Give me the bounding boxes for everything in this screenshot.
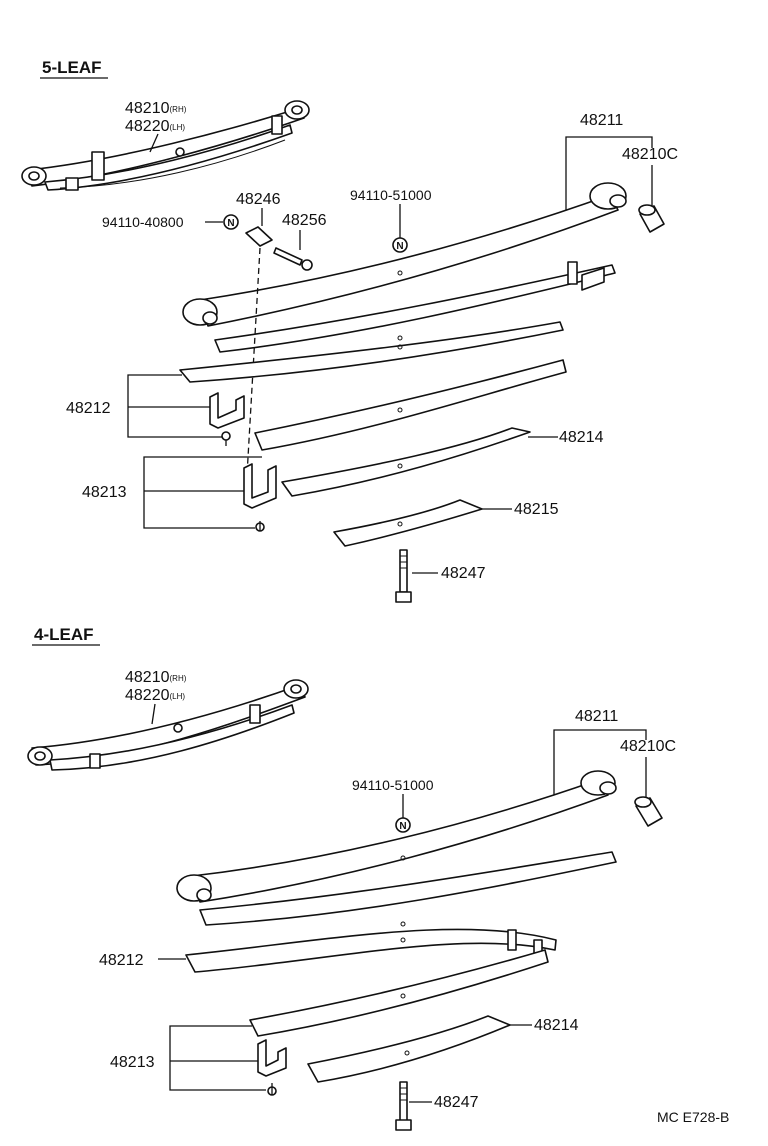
- screw-icon: [267, 1083, 277, 1096]
- label-center-bolt: 48247: [441, 565, 486, 582]
- label-spring-rh: 48210(RH): [125, 100, 187, 117]
- nut-symbol: N: [227, 218, 234, 229]
- nut-symbol: N: [399, 821, 406, 832]
- label-nut-b: 94110-51000: [352, 777, 434, 793]
- label-pin: 48246: [236, 191, 281, 208]
- nut-symbol: N: [396, 241, 403, 252]
- bracket-main-leaf: [553, 729, 647, 798]
- label-leaf-a: 48214: [534, 1017, 579, 1034]
- sixth-leaf-icon: [333, 499, 483, 547]
- bushing-icon: [634, 796, 663, 827]
- label-leaf-a: 48214: [559, 429, 604, 446]
- clip-b-icon: [243, 463, 277, 509]
- screw-icon: [255, 521, 265, 532]
- second-leaf-icon: [214, 261, 616, 353]
- label-bushing: 48210C: [622, 146, 678, 163]
- label-nut-b: 94110-51000: [350, 187, 432, 203]
- nut-icon: [223, 214, 239, 230]
- section-title-4-leaf: 4-LEAF: [34, 625, 94, 644]
- main-leaf-icon: [176, 770, 617, 903]
- clip-a-icon: [209, 392, 245, 429]
- screw-icon: [221, 431, 231, 446]
- bracket-clip-a-lower: [127, 407, 222, 438]
- pin-icon: [245, 226, 273, 247]
- label-clip-b: 48213: [110, 1054, 155, 1071]
- label-clip-a: 48212: [99, 952, 144, 969]
- center-bolt-icon: [395, 549, 412, 603]
- bracket-clip-a: [127, 374, 182, 407]
- label-spring-lh: 48220(LH): [125, 118, 185, 135]
- nut-icon: [392, 237, 408, 253]
- bolt-head-icon: [301, 259, 313, 271]
- label-spring-rh: 48210(RH): [125, 669, 187, 686]
- bushing-icon: [638, 204, 665, 233]
- figure-code: MC E728-B: [657, 1109, 729, 1125]
- label-main-leaf: 48211: [575, 708, 618, 725]
- label-bolt-a: 48256: [282, 212, 327, 229]
- bracket-clip-b: [169, 1025, 252, 1061]
- label-clip-b: 48213: [82, 484, 127, 501]
- assembled-spring-icon: [27, 679, 309, 771]
- leader-spring: [149, 133, 159, 153]
- label-nut-a: 94110-40800: [102, 214, 184, 230]
- assembled-spring-icon: [21, 100, 310, 191]
- fifth-leaf-icon: [307, 1015, 511, 1083]
- label-center-bolt: 48247: [434, 1094, 479, 1111]
- bracket-clip-b-lower: [143, 491, 255, 529]
- label-leaf-b: 48215: [514, 501, 559, 518]
- alignment-dashed-line: [246, 247, 261, 476]
- fourth-leaf-icon: [254, 359, 567, 451]
- bolt-icon: [273, 247, 303, 266]
- bracket-main-leaf: [565, 136, 653, 210]
- clip-b-icon: [257, 1039, 287, 1077]
- label-main-leaf: 48211: [580, 112, 623, 129]
- bracket-clip-b: [143, 456, 262, 491]
- label-spring-lh: 48220(LH): [125, 687, 185, 704]
- nut-icon: [395, 817, 411, 833]
- section-5-leaf: 5-LEAF 48210(RH) 48220(LH) 48211 48210C: [21, 58, 678, 603]
- section-title-5-leaf: 5-LEAF: [42, 58, 102, 77]
- section-4-leaf: 4-LEAF 48210(RH) 48220(LH) 48211 48210C …: [27, 625, 676, 1131]
- main-leaf-icon: [182, 182, 627, 327]
- second-leaf-icon: [199, 851, 617, 927]
- label-clip-a: 48212: [66, 400, 111, 417]
- bracket-clip-b-lower: [169, 1061, 266, 1091]
- third-leaf-icon: [179, 321, 564, 383]
- fifth-leaf-icon: [281, 427, 531, 497]
- leader-spring: [151, 703, 156, 725]
- label-bushing: 48210C: [620, 738, 676, 755]
- fourth-leaf-icon: [249, 949, 549, 1037]
- center-bolt-icon: [395, 1081, 412, 1131]
